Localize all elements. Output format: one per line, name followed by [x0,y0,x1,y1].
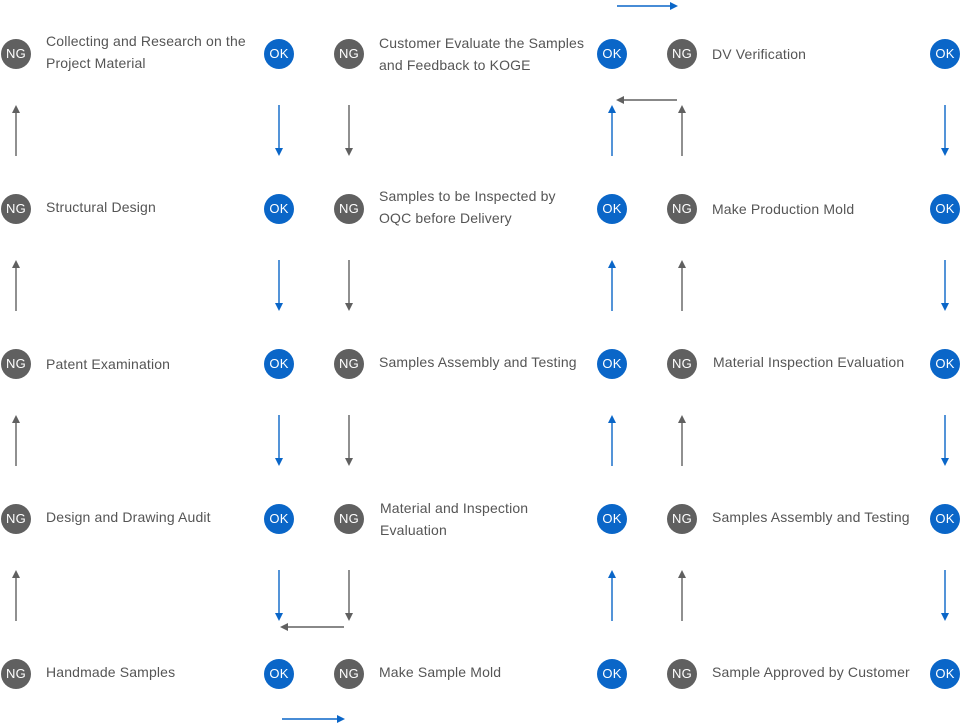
ok-badge: OK [597,659,627,689]
ok-badge: OK [930,349,960,379]
ok-badge: OK [264,39,294,69]
step-label: Handmade Samples [46,664,176,680]
ok-badge: OK [264,194,294,224]
step-label: Collecting and Research on the Project M… [46,33,246,71]
ng-badge: NG [334,349,364,379]
ok-badge: OK [930,659,960,689]
ng-badge: NG [334,39,364,69]
step-label: Samples to be Inspected by OQC before De… [379,188,556,226]
ok-badge: OK [597,349,627,379]
step-label: Material Inspection Evaluation [713,354,905,370]
step-label: Samples Assembly and Testing [712,509,910,525]
step-label: Customer Evaluate the Samples and Feedba… [379,35,585,73]
ok-badge: OK [597,504,627,534]
ng-badge: NG [1,349,31,379]
step-label: Material and Inspection Evaluation [380,500,529,538]
step-label: Make Sample Mold [379,664,502,680]
ok-badge: OK [264,349,294,379]
ng-badge: NG [334,194,364,224]
ng-badge: NG [667,659,697,689]
ng-badge: NG [1,504,31,534]
ng-badge: NG [334,504,364,534]
ng-badge: NG [1,39,31,69]
ok-badge: OK [597,39,627,69]
ok-badge: OK [930,194,960,224]
ng-badge: NG [667,194,697,224]
ok-badge: OK [264,504,294,534]
step-label: Sample Approved by Customer [712,664,910,680]
ok-badge: OK [930,504,960,534]
step-label: Samples Assembly and Testing [379,354,577,370]
step-label: Design and Drawing Audit [46,509,211,525]
ng-badge: NG [667,504,697,534]
ng-badge: NG [334,659,364,689]
step-label: Structural Design [46,199,156,215]
ng-badge: NG [667,349,697,379]
step-label: Patent Examination [46,356,171,372]
ng-badge: NG [1,194,31,224]
ng-badge: NG [667,39,697,69]
ok-badge: OK [264,659,294,689]
ok-badge: OK [930,39,960,69]
ok-badge: OK [597,194,627,224]
step-label: DV Verification [712,46,807,62]
step-label: Make Production Mold [712,201,855,217]
ng-badge: NG [1,659,31,689]
